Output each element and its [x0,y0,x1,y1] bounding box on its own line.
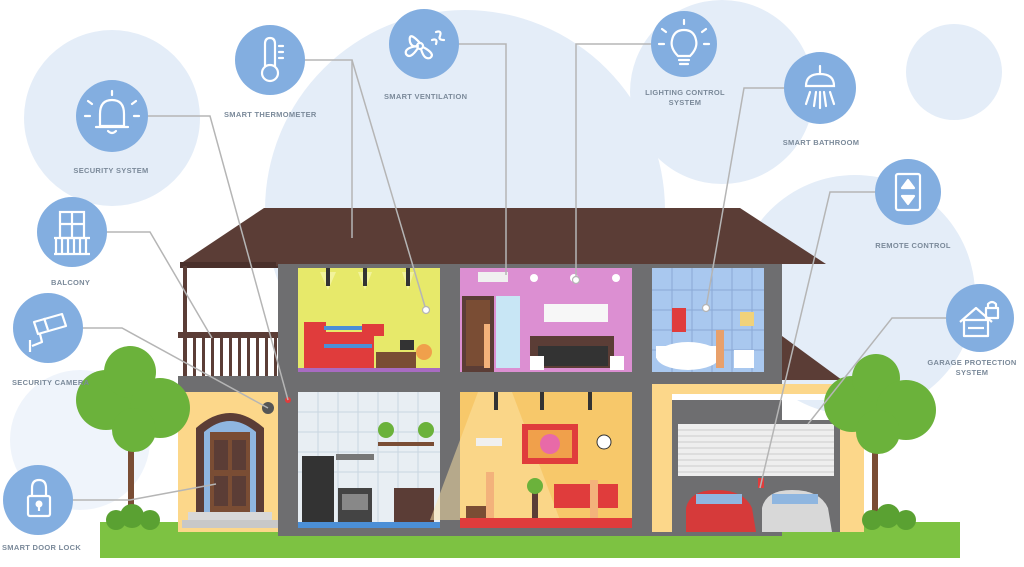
smart-thermometer-node [235,25,305,95]
label-lighting-control-line1: LIGHTING CONTROL [645,88,725,97]
label-remote-control: REMOTE CONTROL [875,241,951,250]
front-door [182,413,278,528]
remote-control-node [875,159,941,225]
label-garage-protection-line2: SYSTEM [955,368,989,377]
lighting-control-node [651,11,717,77]
label-lighting-control-line2: SYSTEM [668,98,702,107]
roof [180,208,826,264]
security-system-node [76,80,148,152]
balcony-node [37,197,107,267]
smart-ventilation-node [389,9,459,79]
label-smart-bathroom: SMART BATHROOM [782,138,860,147]
garage [652,336,864,532]
label-smart-thermometer: SMART THERMOMETER [224,110,317,119]
balcony-icon [54,210,90,256]
smart-door-lock-node [3,465,73,535]
left-tree [76,346,190,520]
bell-icon [83,89,141,135]
label-lighting-control: LIGHTING CONTROL SYSTEM [630,88,740,108]
padlock-icon [26,478,52,518]
thermometer-icon [260,36,285,83]
fan-icon [404,30,446,60]
right-tree [824,354,936,520]
label-smart-ventilation: SMART VENTILATION [384,92,468,101]
security-camera-node [13,293,83,363]
label-garage-protection-line1: GARAGE PROTECTION [927,358,1017,367]
smart-bathroom-node [784,52,856,124]
label-garage-protection: GARAGE PROTECTION SYSTEM [920,358,1024,378]
remote-icon [894,172,922,212]
garage-protection-node [946,284,1014,352]
camera-icon [28,312,68,352]
label-security-system: SECURITY SYSTEM [73,166,149,175]
garage-lock-icon [959,300,1000,338]
label-smart-door-lock: SMART DOOR LOCK [2,543,82,552]
label-security-camera: SECURITY CAMERA [12,378,90,387]
label-balcony: BALCONY [51,278,91,287]
shower-icon [804,64,836,110]
light-bulb-icon [657,18,711,66]
